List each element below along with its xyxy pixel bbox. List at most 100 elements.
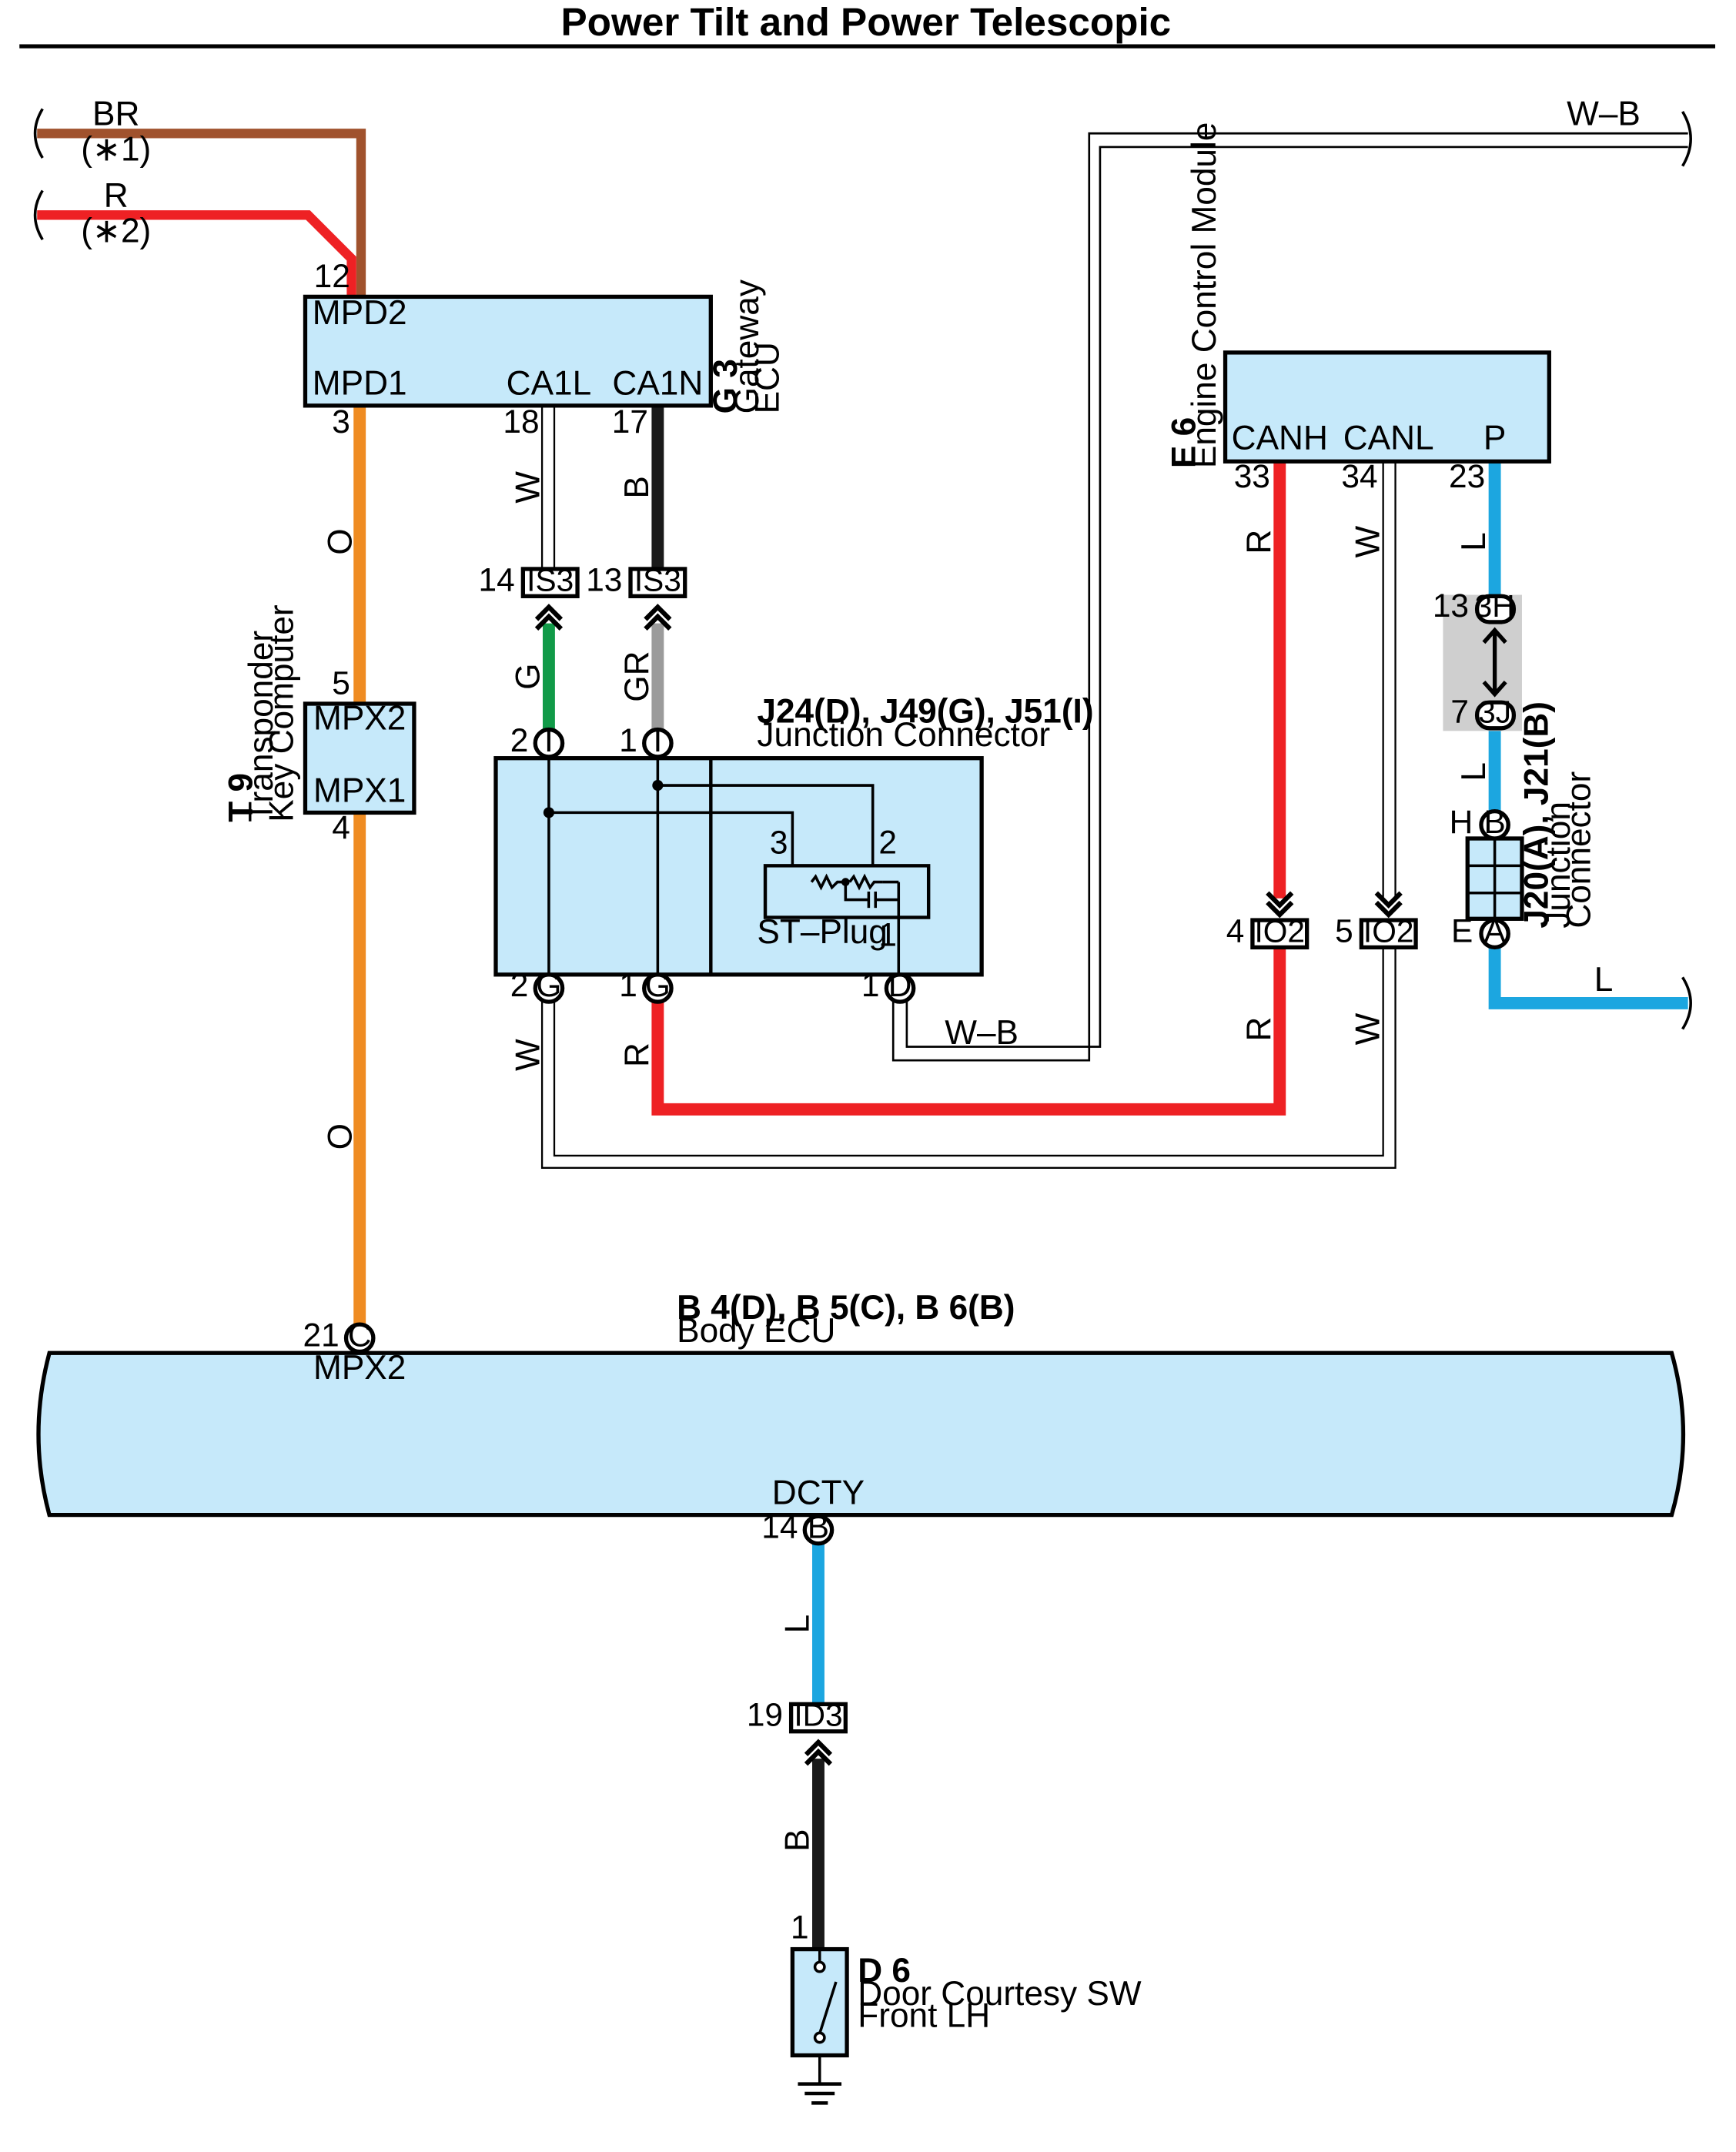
jc-bot-pin-g-1-letter: G <box>645 967 671 1003</box>
conn-is3-13-arrow-1 <box>644 604 672 621</box>
j20-pin-b <box>1479 808 1510 841</box>
body-ecu: B 4(D), B 5(C), B 6(B) Body ECU MPX2 C 2… <box>36 1289 1686 1546</box>
transponder-pin-mpx2: 5 <box>332 665 350 701</box>
door-sw-contact-bottom <box>813 2031 826 2044</box>
wire-label-is3-g: G <box>510 663 547 689</box>
conn-is3-14-arrow-1 <box>534 604 564 621</box>
conn-is3-14 <box>520 567 580 598</box>
jc-top-pin-i-1-letter: I <box>653 722 662 758</box>
conn-is3-13-name: IS3 <box>634 562 681 597</box>
transponder-term-mpx2: MPX2 <box>313 700 406 738</box>
wire-label-canl-w-upper: W <box>1349 525 1386 557</box>
conn-is3-13-pin: 13 <box>586 561 622 597</box>
st-plug-resistor-2 <box>848 873 883 891</box>
ecm-pin-canl: 34 <box>1341 458 1377 494</box>
conn-io2-4-pin: 4 <box>1226 912 1245 949</box>
gateway-term-ca1n: CA1N <box>612 365 703 403</box>
jc-top-pin-i-2-letter: I <box>544 722 554 758</box>
jc-bot-pin-g-2 <box>533 972 565 1004</box>
door-sw-code: D 6 <box>858 1952 911 1990</box>
wire-label-wb-jc: W–B <box>945 1014 1019 1052</box>
st-plug-resistor-1 <box>810 873 845 891</box>
body-ecu-pin-c-num: 21 <box>303 1317 340 1353</box>
conn-3j-pin: 7 <box>1450 694 1469 730</box>
wire-label-o-upper: O <box>322 528 360 554</box>
ecm-pin-p: 23 <box>1449 458 1485 494</box>
wire-label-ca1n-b: B <box>618 476 656 498</box>
conn-io2-5-arrow-1 <box>1374 891 1403 909</box>
ecm-box <box>1223 350 1551 464</box>
wire-label-d6-b: B <box>779 1829 817 1851</box>
junction-connector-j20: B H A E J20(A), J21(B) Junction Connecto… <box>1450 701 1597 950</box>
wire-label-jc-w: W <box>510 1039 547 1071</box>
door-sw-name-2: Front LH <box>858 1996 990 2034</box>
jc-top-pin-i-1-num: 1 <box>619 722 637 758</box>
conn-io2-5-arrow-2 <box>1374 900 1403 919</box>
j20-pin-b-letter: B <box>1483 804 1505 840</box>
conn-3h-pin: 13 <box>1433 587 1469 624</box>
conn-id3-arrow-1 <box>804 1739 833 1756</box>
break-br <box>33 108 44 159</box>
jc-top-pin-i-2 <box>533 727 565 759</box>
break-r <box>33 189 44 241</box>
jc-bot-pin-g-1 <box>642 972 674 1004</box>
jc-junction-dot-1 <box>543 807 555 818</box>
jc-name: Junction Connector <box>757 716 1050 754</box>
wire-br <box>37 129 366 297</box>
conn-io2-4-arrow-2 <box>1266 900 1294 919</box>
j20-code: J20(A), J21(B) <box>1518 701 1556 929</box>
ecm-name: Engine Control Module <box>1186 122 1223 469</box>
gateway-pin-mpd2: 12 <box>314 258 350 294</box>
j20-pin-b-side: H <box>1450 804 1473 840</box>
conn-3h-3j-arrow-up <box>1482 627 1507 644</box>
wire-label-canh-r-lower: R <box>1240 1017 1278 1042</box>
wire-label-r-top: R <box>104 177 129 215</box>
wire-label-canh-r-upper: R <box>1240 530 1278 554</box>
wire-label-p-l-right: L <box>1594 961 1614 999</box>
conn-is3-13 <box>628 567 687 598</box>
junction-connector-j24: ST–Plug 3 2 1 J24(D), J49(G), J51(I) Jun… <box>493 693 1094 1004</box>
body-ecu-pin-b-num: 14 <box>761 1509 798 1545</box>
gateway-pin-ca1n: 17 <box>612 403 648 440</box>
conn-is3-14-name: IS3 <box>527 562 574 597</box>
wire-label-br: BR <box>92 95 139 133</box>
body-ecu-box <box>36 1350 1686 1518</box>
wire-label-canl-w-lower: W <box>1349 1012 1386 1045</box>
conn-3h-3j-arrow-down <box>1482 680 1507 698</box>
wire-note-r-top: (∗2) <box>81 213 151 250</box>
wire-r-top <box>37 210 356 297</box>
wire-label-dcty-l: L <box>779 1615 817 1634</box>
jc-junction-dot-2 <box>652 779 664 792</box>
conn-is3-14-pin: 14 <box>479 561 515 597</box>
jc-top-pin-i-1 <box>642 727 674 759</box>
j20-pin-a-side: E <box>1451 912 1473 949</box>
wire-label-is3-gr: GR <box>618 651 656 701</box>
wires <box>37 129 1688 1950</box>
jc-top-pin-i-2-num: 2 <box>510 722 529 758</box>
gateway-term-mpd2: MPD2 <box>313 294 407 332</box>
conn-id3-name: ID3 <box>794 1698 842 1733</box>
conn-3j-name: 3J <box>1478 694 1511 730</box>
conn-io2-4 <box>1250 918 1310 950</box>
transponder-code: T 9 <box>222 773 260 822</box>
conn-io2-5 <box>1359 918 1418 950</box>
wire-label-p-l-mid: L <box>1455 762 1493 781</box>
st-plug-label: ST–Plug <box>757 913 887 951</box>
st-plug-pin2: 2 <box>878 824 897 860</box>
transponder-name-2: Key Computer <box>263 604 301 822</box>
body-ecu-code: B 4(D), B 5(C), B 6(B) <box>677 1289 1015 1327</box>
conn-is3-14-arrow-2 <box>534 613 564 631</box>
body-ecu-pin-c <box>343 1322 376 1354</box>
body-ecu-name: Body ECU <box>677 1312 835 1350</box>
ecm-pin-canh: 33 <box>1234 458 1270 494</box>
gateway-name-1: Gateway <box>728 279 766 413</box>
wire-p-l-3 <box>1488 947 1688 1009</box>
gateway-term-ca1l: CA1L <box>507 365 592 403</box>
ecm-term-p: P <box>1483 419 1506 457</box>
wire-wb-inner <box>905 146 1688 1048</box>
gateway-ecu-box <box>303 294 713 408</box>
ecm-term-canh: CANH <box>1232 419 1328 457</box>
transponder-name-1: Transponder <box>243 631 280 822</box>
wire-label-wb-top: W–B <box>1567 95 1641 133</box>
st-plug-pin3: 3 <box>770 824 788 860</box>
